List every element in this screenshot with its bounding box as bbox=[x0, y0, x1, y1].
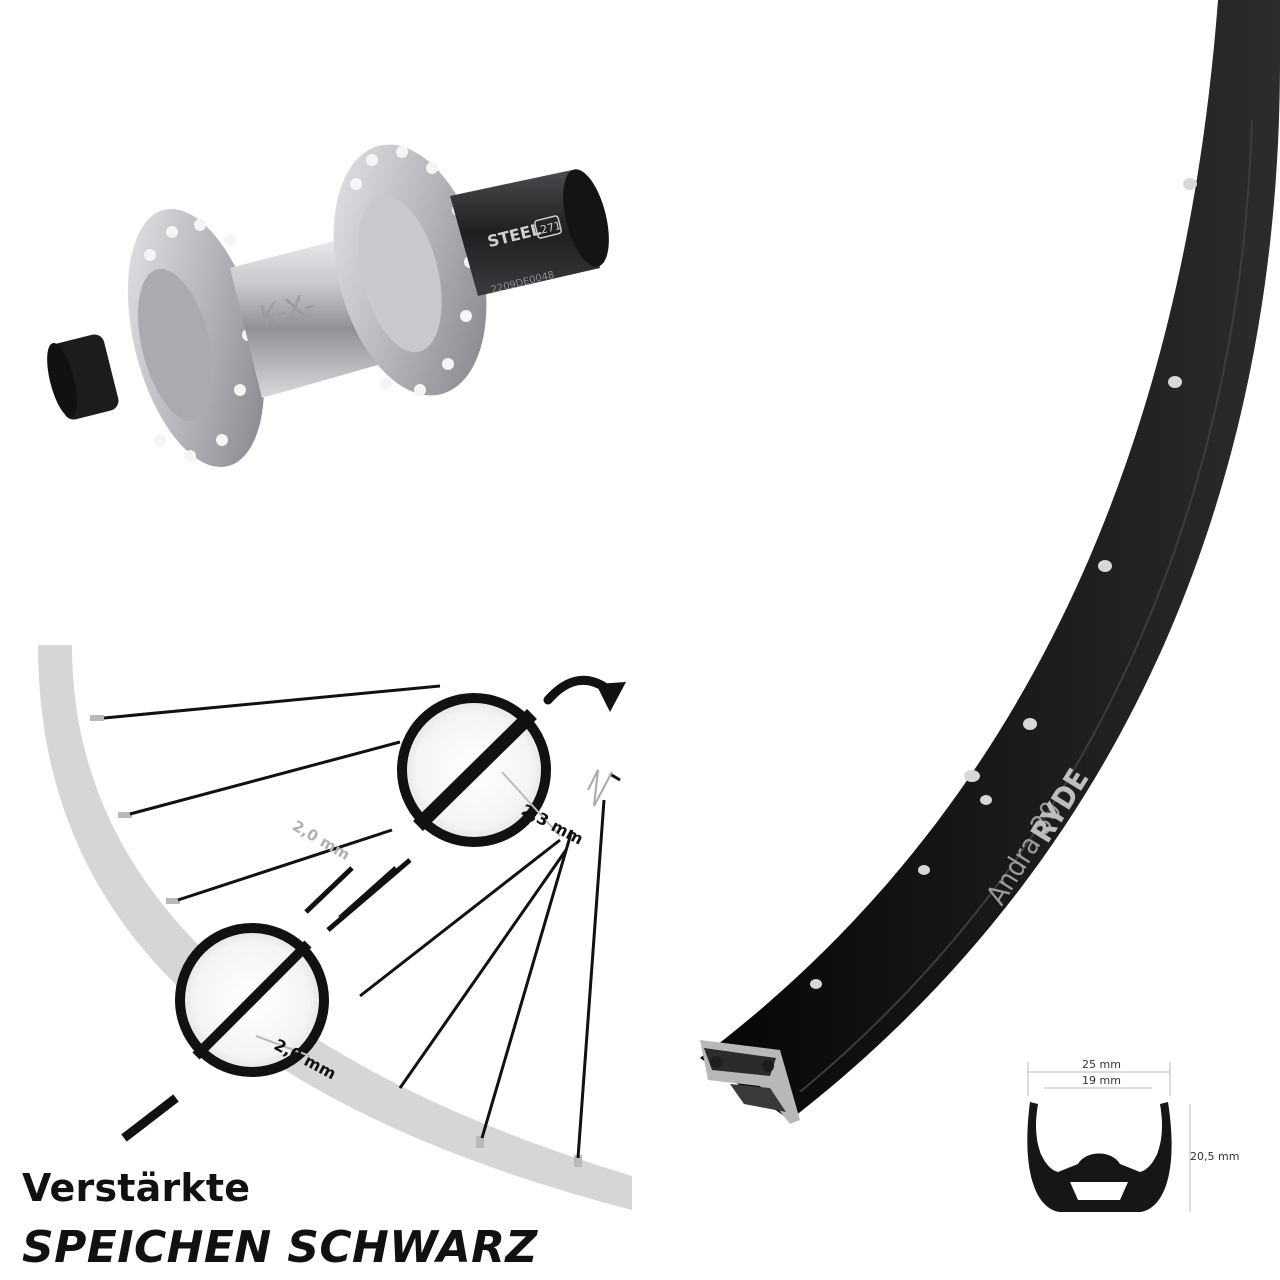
hub-cassette-body: STEEL 271 2209DE0048 bbox=[450, 169, 609, 296]
thin-spoke-label-middle: 2,0 mm bbox=[289, 817, 353, 864]
spoke-thread-end bbox=[121, 1094, 179, 1142]
upper-magnifier-lens bbox=[397, 693, 561, 847]
profile-height: 20,5 mm bbox=[1190, 1150, 1239, 1163]
rear-hub: K-X- STEEL 271 2209DE0048 bbox=[47, 144, 609, 467]
lower-magnifier-lens bbox=[175, 923, 329, 1077]
spoke-diagram: 2,3 mm 2,0 mm 2,0 mm bbox=[38, 645, 632, 1210]
spoke-nipple-icon bbox=[543, 675, 626, 712]
profile-inner-width: 19 mm bbox=[1082, 1074, 1121, 1087]
hub-left-end-cap bbox=[47, 334, 119, 420]
thick-spoke-label: 2,3 mm bbox=[518, 800, 586, 848]
rim-cut-profile bbox=[700, 1040, 800, 1124]
rim-profile-diagram: 25 mm 19 mm 20,5 mm bbox=[1027, 1058, 1239, 1212]
cassette-badge: 271 bbox=[539, 219, 563, 237]
spokes-thick bbox=[304, 858, 412, 932]
spoke-bend-marker bbox=[587, 769, 613, 807]
spoke-nipples bbox=[90, 715, 582, 1167]
profile-outer-width: 25 mm bbox=[1082, 1058, 1121, 1071]
spokes bbox=[103, 684, 621, 1159]
bicycle-rim: Andra 30 RYDE bbox=[700, 0, 1280, 1124]
caption-line-reinforced: Verstärkte bbox=[22, 1166, 251, 1210]
hub-right-flange bbox=[333, 144, 487, 396]
caption-line-spokes-black: SPEICHEN SCHWARZ bbox=[22, 1222, 538, 1273]
rim-spoke-holes bbox=[810, 178, 1197, 989]
